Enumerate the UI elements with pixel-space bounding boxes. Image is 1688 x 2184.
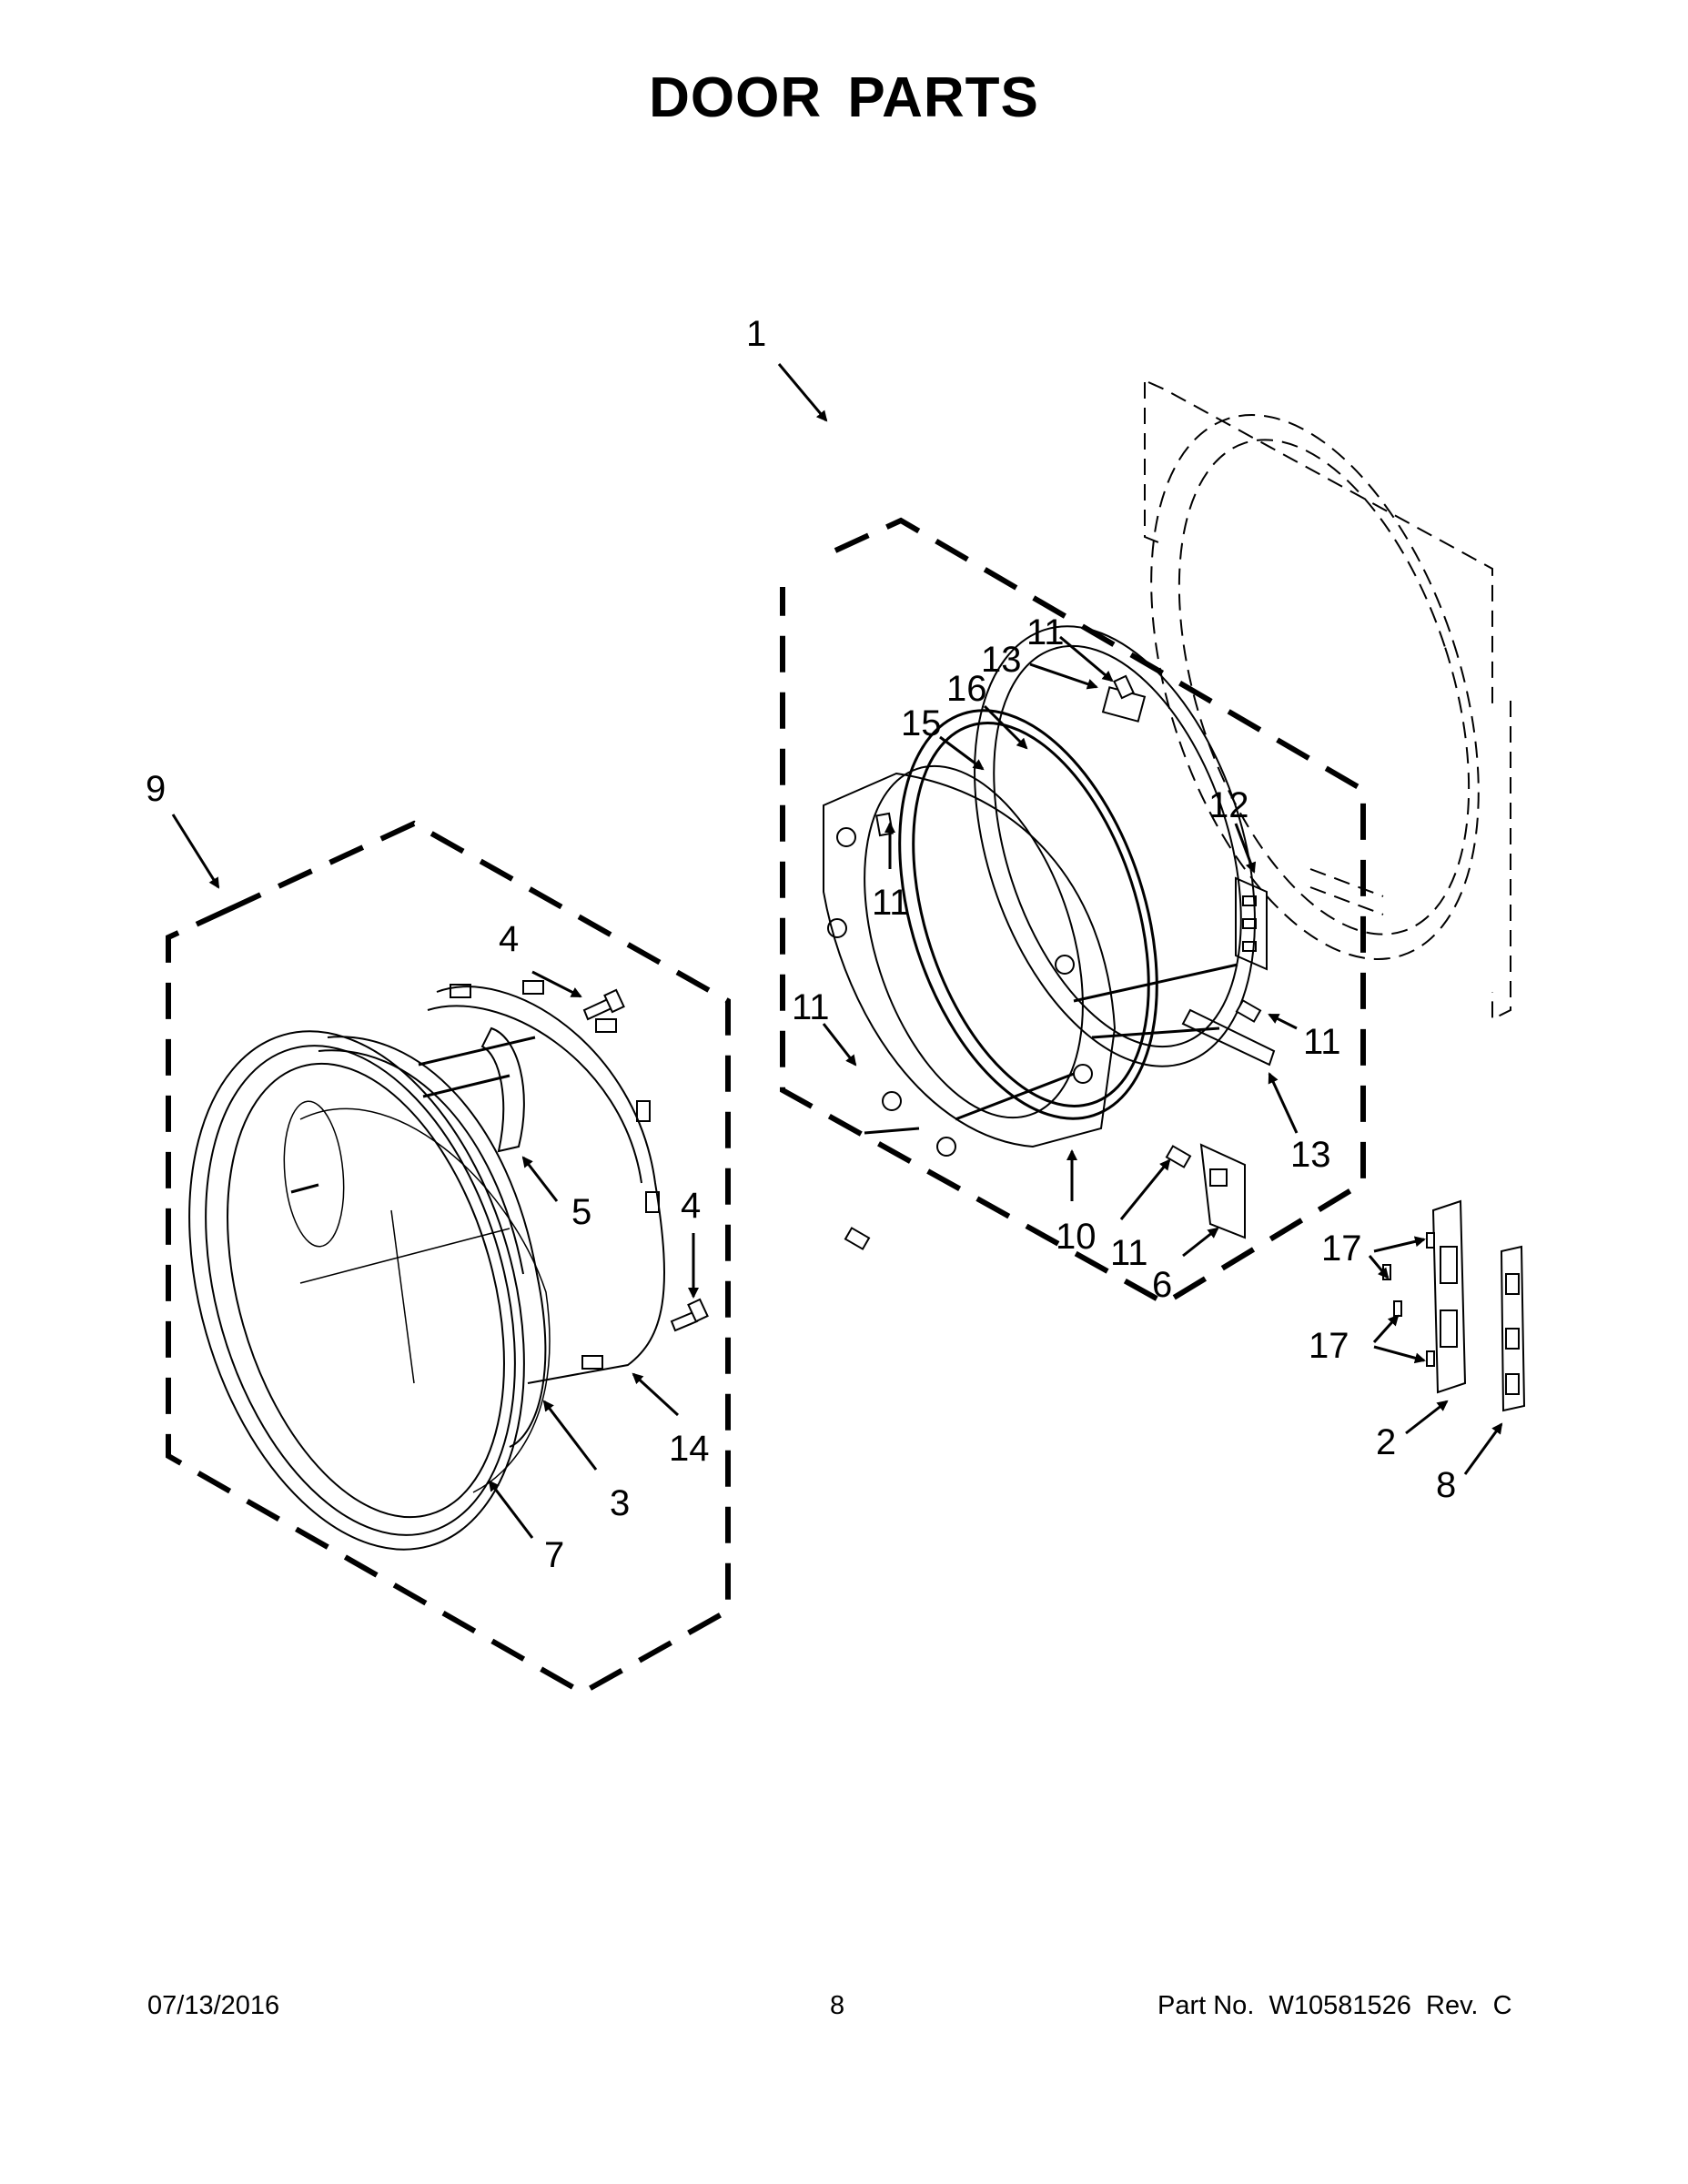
arrow-13-right — [1268, 1072, 1299, 1134]
arrow-7 — [488, 1480, 534, 1539]
footer-date: 07/13/2016 — [147, 1991, 280, 2020]
arrow-3 — [542, 1400, 598, 1471]
arrow-9 — [171, 814, 220, 889]
arrow-15 — [939, 735, 985, 771]
footer-page-number: 8 — [830, 1991, 845, 2020]
page-title: DOOR PARTS — [649, 66, 1039, 129]
door-liner — [427, 980, 665, 1384]
door-seal — [898, 709, 1158, 1120]
arrow-17b-1 — [1372, 1314, 1400, 1344]
callout-11-top: 11 — [1026, 612, 1065, 652]
arrow-11-left — [822, 1023, 857, 1067]
callout-4a: 4 — [499, 919, 519, 959]
callout-11-left: 11 — [792, 987, 830, 1027]
callout-1: 1 — [746, 314, 766, 354]
arrow-11-top — [1059, 635, 1114, 682]
callout-15: 15 — [901, 703, 942, 743]
callout-3: 3 — [610, 1483, 630, 1523]
hinge-receiver — [1500, 1245, 1526, 1412]
callout-10: 10 — [1056, 1217, 1097, 1257]
inner-door-panel — [318, 1036, 547, 1448]
hinge-pins — [1382, 1232, 1435, 1367]
door-trim-ring — [188, 1030, 525, 1551]
arrow-13-top — [1029, 662, 1098, 690]
callout-14: 14 — [669, 1429, 710, 1469]
arrow-5 — [521, 1156, 559, 1202]
arrow-17a-1 — [1373, 1236, 1426, 1253]
callout-6: 6 — [1152, 1265, 1172, 1305]
callout-8: 8 — [1436, 1465, 1456, 1505]
arrow-16 — [983, 704, 1028, 750]
arrow-12 — [1234, 823, 1257, 874]
callout-17b: 17 — [1309, 1326, 1349, 1366]
door-handle — [480, 1026, 525, 1153]
arrow-8 — [1463, 1422, 1503, 1475]
arrow-6 — [1182, 1227, 1219, 1258]
door-hinge — [1431, 1199, 1467, 1394]
callout-13-top: 13 — [981, 640, 1022, 680]
arrow-2 — [1405, 1400, 1449, 1435]
lock-cover-plate — [1199, 1143, 1246, 1239]
front-panel-group-boundary — [780, 517, 1366, 1307]
callout-17a: 17 — [1321, 1228, 1362, 1269]
arrow-11-right — [1268, 1013, 1298, 1030]
frame-screws — [844, 674, 1262, 1250]
door-assembly-group-boundary — [166, 820, 731, 1696]
cabinet-outline — [1144, 381, 1511, 1021]
callout-7: 7 — [544, 1535, 564, 1575]
latch-bracket — [1181, 1008, 1276, 1067]
callout-5: 5 — [571, 1192, 591, 1232]
arrow-1 — [777, 363, 828, 422]
door-screws — [582, 988, 709, 1332]
callout-11-right: 11 — [1303, 1022, 1341, 1062]
outer-door-frame — [823, 764, 1117, 1157]
footer-part-number: Part No. W10581526 Rev. C — [1157, 1991, 1512, 2020]
callout-arrows — [171, 363, 1503, 1539]
callout-labels: 1 9 4 5 4 14 3 7 11 13 16 15 12 11 11 11… — [146, 314, 1456, 1575]
callout-4b: 4 — [681, 1186, 701, 1226]
arrow-4a — [531, 970, 582, 998]
callout-12: 12 — [1208, 785, 1249, 825]
callout-16: 16 — [946, 669, 987, 709]
callout-11-upper: 11 — [872, 883, 910, 923]
door-glass — [283, 1100, 551, 1493]
arrow-11-low — [1119, 1158, 1171, 1220]
hinge-plate — [1235, 876, 1268, 971]
callout-9: 9 — [146, 769, 166, 809]
arrow-17b-2 — [1373, 1345, 1426, 1364]
callout-11-low: 11 — [1110, 1233, 1148, 1273]
callout-13-right: 13 — [1290, 1135, 1331, 1175]
arrow-17a-2 — [1368, 1255, 1390, 1279]
callout-2: 2 — [1376, 1422, 1396, 1462]
arrow-14 — [632, 1372, 680, 1417]
